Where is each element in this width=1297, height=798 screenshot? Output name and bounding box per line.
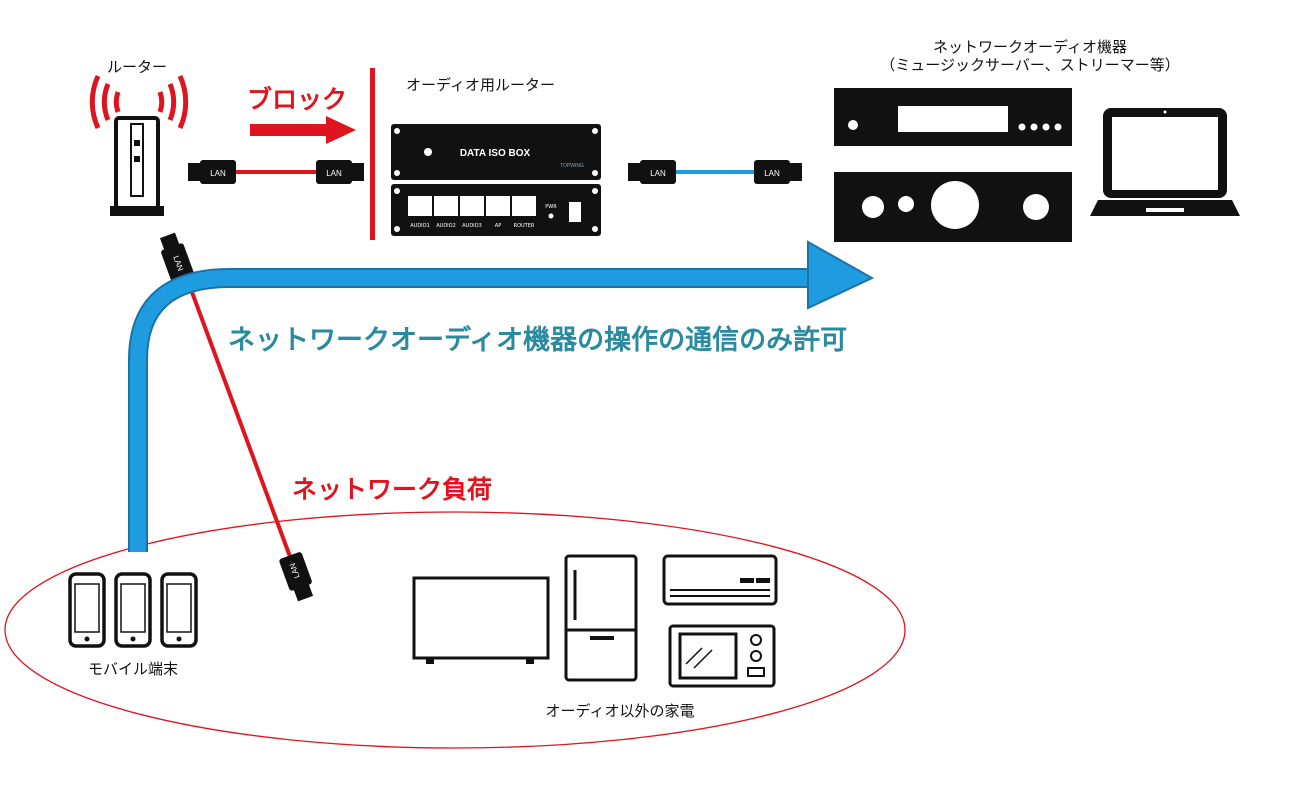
- device-brand: TOPWING: [560, 163, 584, 169]
- lan-cable-audio: LAN LAN: [628, 160, 802, 184]
- router-icon: [89, 74, 189, 216]
- tv-icon: [412, 576, 550, 664]
- port-audio2: [434, 196, 458, 216]
- block-label: ブロック: [247, 85, 348, 114]
- port-audio3: [460, 196, 484, 216]
- network-audio-server: [834, 88, 1072, 146]
- device-front-label: DATA ISO BOX: [460, 148, 531, 159]
- permit-arrow: [128, 240, 875, 552]
- network-audio-amplifier: [834, 172, 1072, 242]
- svg-text:LAN: LAN: [210, 169, 226, 178]
- svg-text:LAN: LAN: [764, 169, 780, 178]
- port-ap: [486, 196, 510, 216]
- home-network-ellipse: [4, 511, 906, 749]
- refrigerator-icon: [564, 554, 638, 682]
- microwave-icon: [668, 624, 776, 688]
- svg-text:LAN: LAN: [326, 169, 342, 178]
- port-label-audio3: AUDIO3: [462, 223, 482, 229]
- router-label: ルーター: [106, 58, 168, 76]
- mobile-label: モバイル端末: [87, 660, 179, 678]
- network-audio-label-line1: ネットワークオーディオ機器: [933, 38, 1127, 56]
- network-audio-label-line2: （ミュージックサーバー、ストリーマー等）: [880, 56, 1180, 74]
- port-audio1: [408, 196, 432, 216]
- port-label-audio2: AUDIO2: [436, 223, 456, 229]
- port-label-router: ROUTER: [514, 223, 535, 229]
- block-wall: [370, 68, 375, 240]
- block-arrow: [250, 116, 356, 144]
- device-pwr: PWR: [545, 204, 557, 210]
- network-audio-label: ネットワークオーディオ機器 （ミュージックサーバー、ストリーマー等）: [880, 38, 1179, 74]
- port-label-audio1: AUDIO1: [410, 223, 430, 229]
- lan-cable-load: LAN LAN: [159, 232, 314, 602]
- svg-text:LAN: LAN: [650, 169, 666, 178]
- lan-cable-blocked: LAN LAN: [188, 160, 364, 184]
- permit-label: ネットワークオーディオ機器の操作の通信のみ許可: [228, 325, 848, 356]
- mobile-phones-icon: [68, 572, 198, 648]
- port-router: [512, 196, 536, 216]
- audio-router-label: オーディオ用ルーター: [406, 76, 555, 94]
- network-load-label: ネットワーク負荷: [292, 475, 493, 504]
- air-conditioner-icon: [662, 554, 778, 606]
- laptop-icon: [1090, 108, 1240, 216]
- port-label-ap: AP: [495, 223, 501, 229]
- appliances-label: オーディオ以外の家電: [545, 702, 695, 720]
- audio-router-device: DATA ISO BOX TOPWING AUDIO1 AUDIO2 AUDIO3 A…: [391, 124, 601, 236]
